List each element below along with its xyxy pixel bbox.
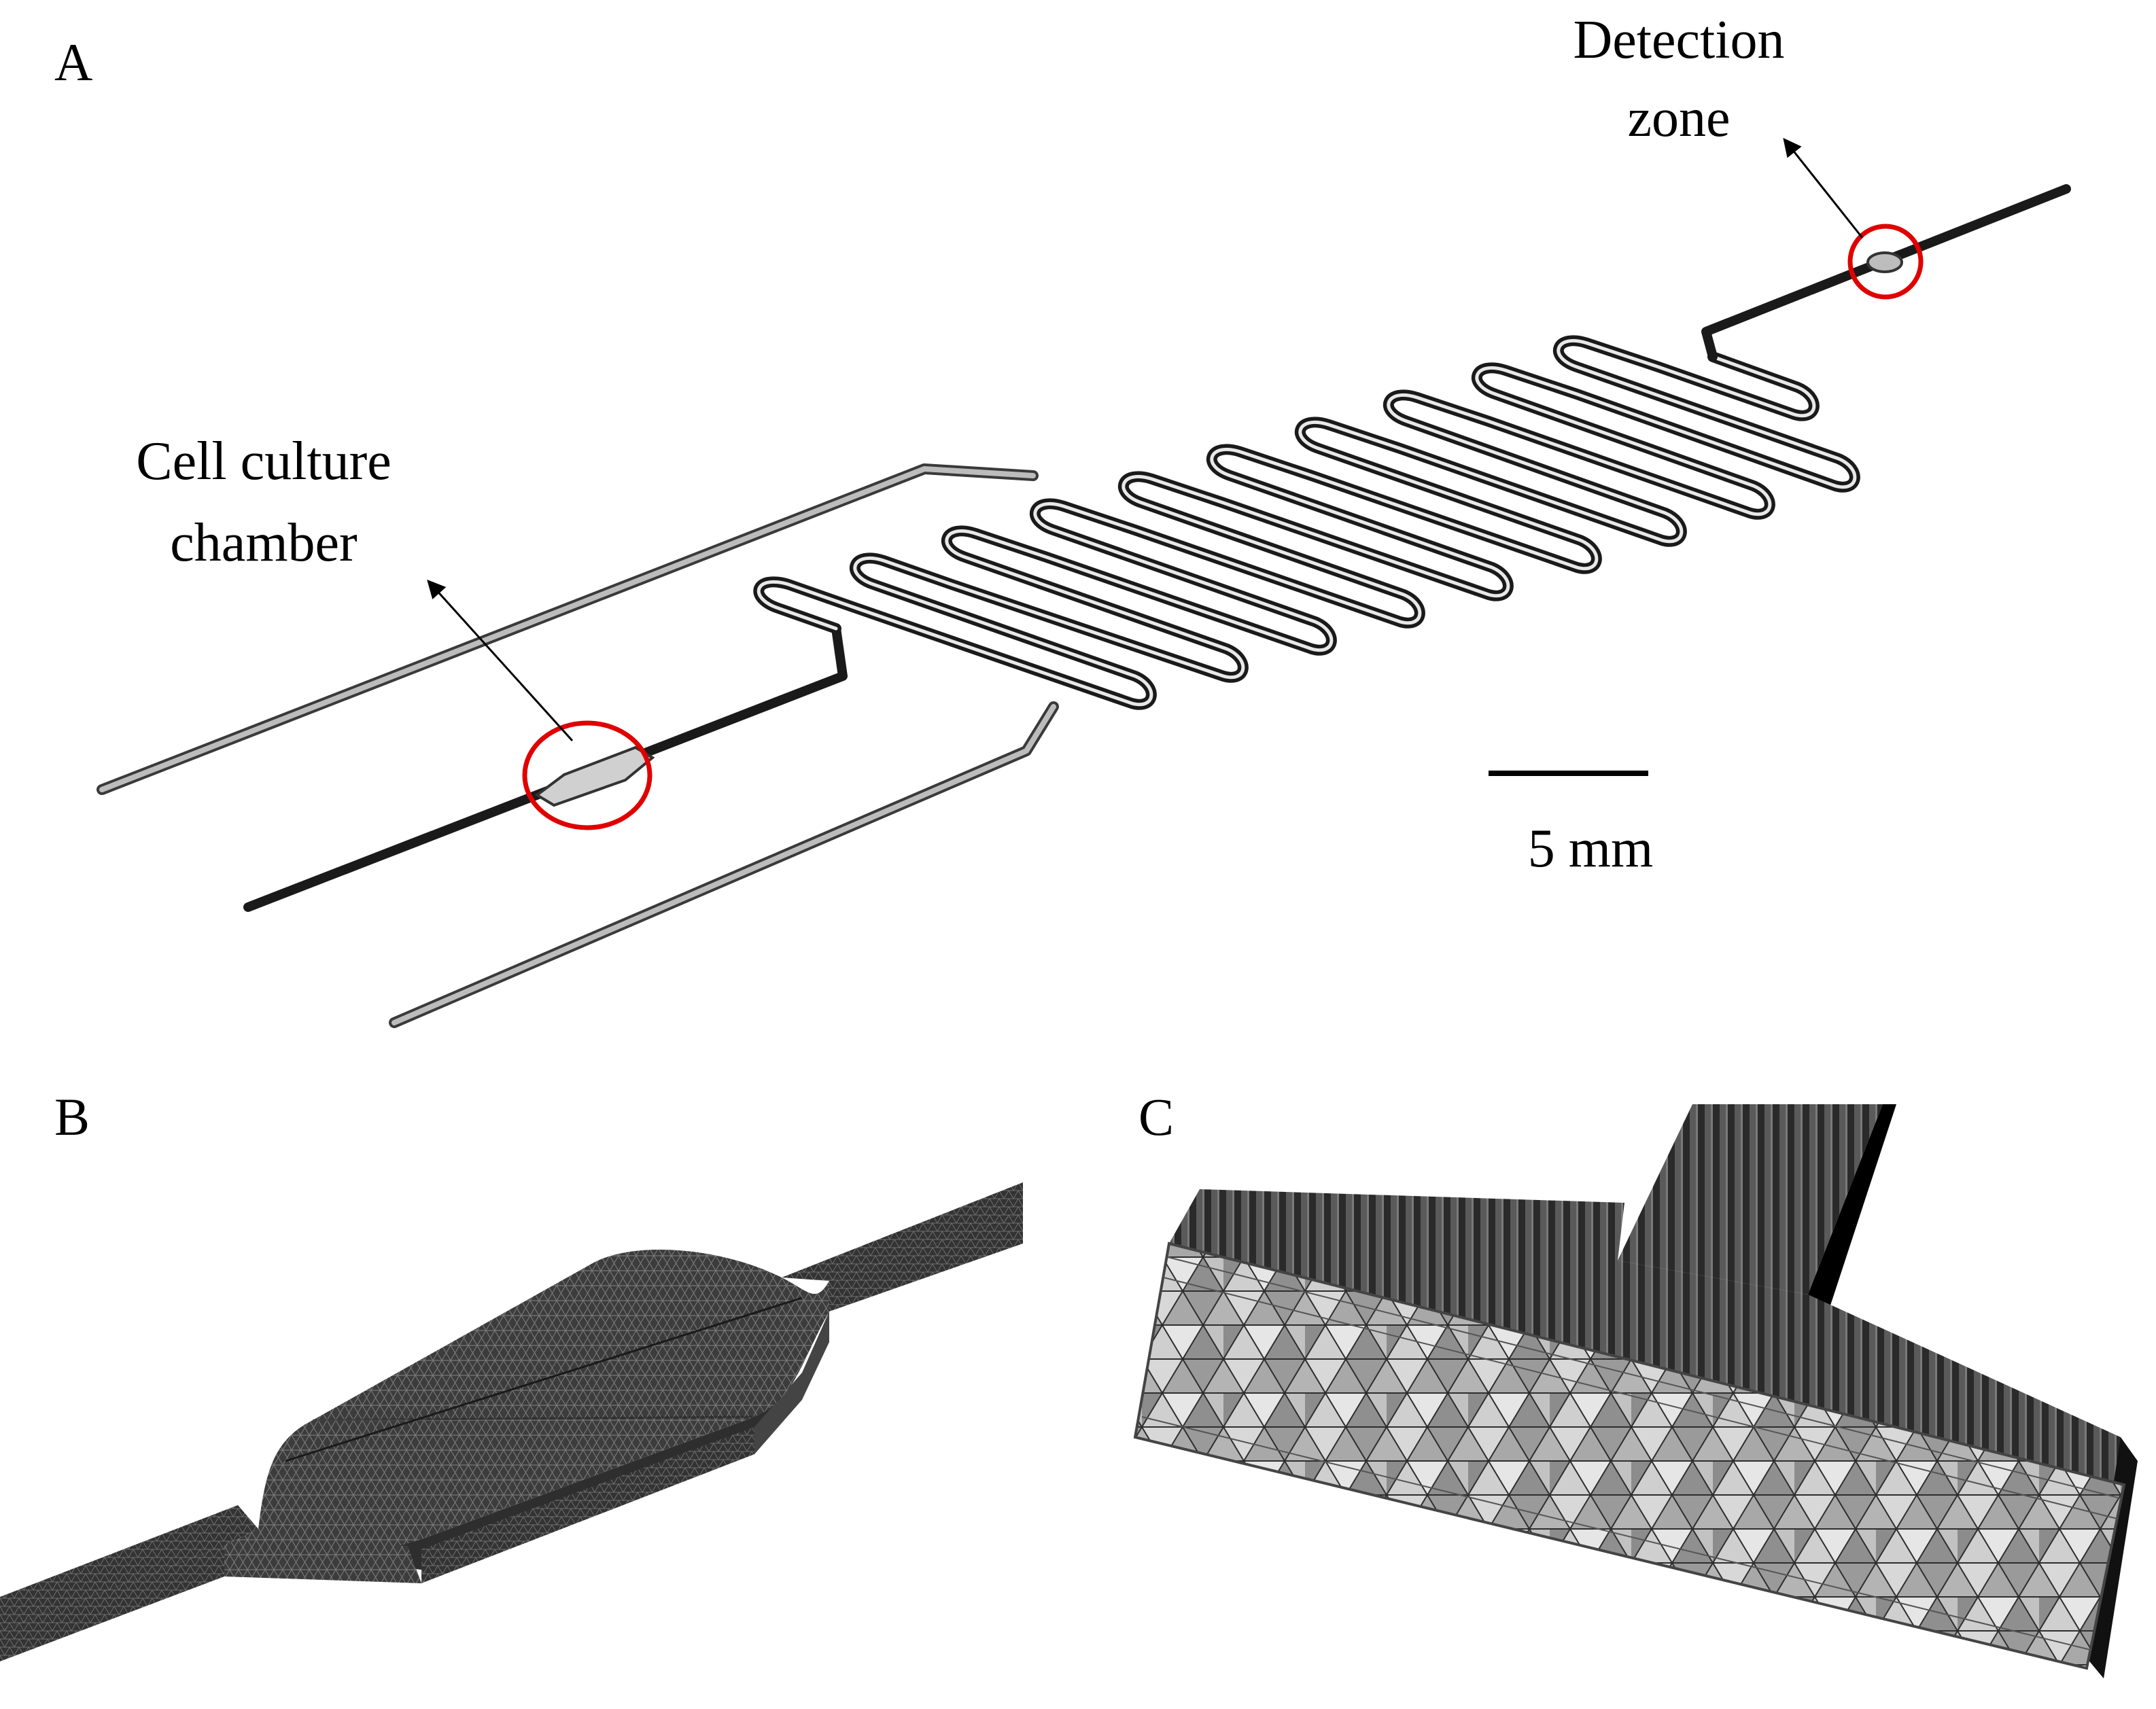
mesh-branch-channel xyxy=(1618,1104,1883,1294)
detection-highlight-circle xyxy=(1847,224,1924,300)
outlet-channel xyxy=(1701,184,2071,362)
chamber-highlight-circle xyxy=(522,720,653,830)
panel-b: B xyxy=(0,1087,1023,1661)
inlet-channel-lower xyxy=(389,701,1059,1028)
mesh-channel-top xyxy=(0,1505,258,1631)
chamber-arrow xyxy=(427,579,574,742)
mesh-channel-side xyxy=(0,1546,224,1661)
scale-bar-label: 5 mm xyxy=(1528,819,1653,879)
panel-b-label: B xyxy=(54,1087,90,1146)
detection-zone-label-line1: Detection xyxy=(1573,10,1785,70)
panel-c-label: C xyxy=(1138,1087,1174,1146)
cell-culture-label-line1: Cell culture xyxy=(136,431,391,491)
detection-zone xyxy=(1847,224,1924,300)
mesh-chamber-top xyxy=(224,1249,829,1555)
panel-c: C xyxy=(1133,1087,2138,1678)
serpentine-mixer xyxy=(753,335,1860,710)
main-channel xyxy=(243,624,848,912)
panel-a: A Detection zone Cell culture ch xyxy=(54,10,2071,1028)
cell-culture-chamber xyxy=(522,720,655,830)
detection-zone-label-line2: zone xyxy=(1627,88,1730,148)
panel-a-label: A xyxy=(54,33,92,92)
mesh-block-top xyxy=(1169,1189,2124,1485)
mesh-block-front xyxy=(1133,1241,2126,1670)
cell-culture-label-line2: chamber xyxy=(170,513,357,573)
detection-arrow xyxy=(1783,137,1864,239)
